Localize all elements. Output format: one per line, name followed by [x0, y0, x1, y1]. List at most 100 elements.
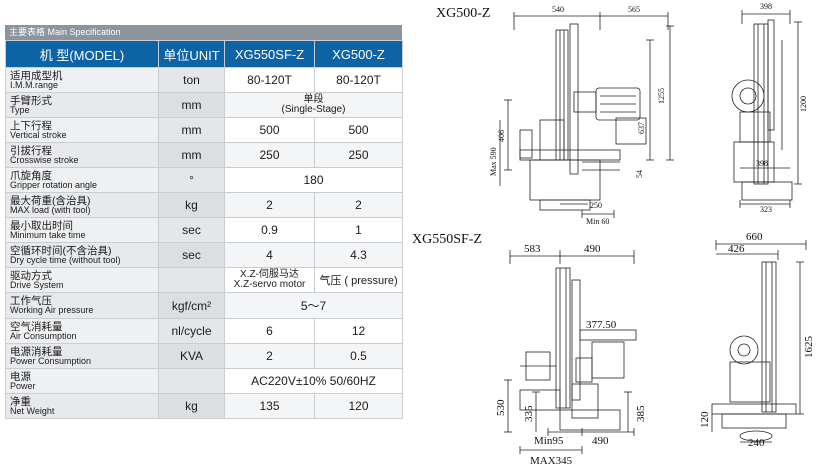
dim-min95: Min95: [534, 435, 564, 447]
dim-398: 398: [760, 2, 772, 11]
param-label-zh: 净重: [10, 395, 31, 408]
dim-490: 490: [584, 243, 601, 255]
value-cell-xg500: 500: [314, 117, 403, 143]
dim-max345: MAX345: [530, 455, 573, 467]
param-label-en: Working Air pressure: [10, 305, 94, 315]
value-cell-xg550sf: 0.9: [224, 217, 315, 243]
value-cell-xg500: 120: [314, 393, 403, 419]
spec-column-header: 机 型(MODEL) 单位UNIT XG550SF-Z XG500-Z: [5, 40, 403, 68]
param-label-zh: 手臂形式: [10, 94, 52, 107]
param-label-en: Dry cycle time (without tool): [10, 254, 121, 265]
param-label-en: Net Weight: [10, 405, 55, 416]
unit-cell: kg: [158, 393, 225, 419]
value-cell-shared: 180: [224, 167, 403, 193]
param-label-en: Vertical stroke: [10, 129, 67, 140]
value-line-1: X.Z-伺服马达: [240, 269, 299, 280]
unit-cell: sec: [158, 217, 225, 243]
dim-377-50: 377.50: [586, 319, 617, 331]
spec-row: 空循环时间(不含治具)Dry cycle time (without tool)…: [5, 242, 403, 268]
param-label-en: Type: [10, 104, 30, 115]
xg550-front-view: [711, 240, 807, 443]
param-label-en: Minimum take time: [10, 229, 86, 240]
col-model: 机 型(MODEL): [5, 40, 159, 68]
value-cell-xg500: 250: [314, 142, 403, 168]
value-line-2: X.Z-servo motor: [233, 279, 306, 290]
value-cell-xg500: 气压 ( pressure): [314, 267, 403, 293]
dim-335: 335: [523, 405, 535, 422]
col-model-2: XG500-Z: [314, 40, 403, 68]
dim-250: 250: [590, 201, 602, 210]
xg500-side-view: [499, 12, 674, 218]
dim-540: 540: [552, 5, 564, 14]
dim-385: 385: [635, 405, 647, 422]
param-label-zh: 引拔行程: [10, 144, 52, 157]
dim-398b: 398: [756, 159, 768, 168]
param-label-en: MAX load (with tool): [10, 204, 91, 215]
param-label-en: Crosswise stroke: [10, 154, 79, 165]
col-unit: 单位UNIT: [158, 40, 225, 68]
dim-583: 583: [524, 243, 541, 255]
unit-cell: [158, 368, 225, 394]
drawing-title-bottom: XG550SF-Z: [412, 232, 483, 247]
param-label: 空循环时间(不含治具)Dry cycle time (without tool): [5, 242, 159, 268]
xg550-side-view: [504, 250, 637, 454]
value-cell-xg550sf: 135: [224, 393, 315, 419]
unit-cell: mm: [158, 117, 225, 143]
unit-cell: mm: [158, 92, 225, 118]
unit-cell: KVA: [158, 343, 225, 369]
value-cell-xg550sf: 250: [224, 142, 315, 168]
dim-max590: Max 590: [489, 147, 498, 176]
param-label-zh: 上下行程: [10, 119, 52, 132]
param-label-en: Power Consumption: [10, 355, 92, 366]
spec-table: 机 型(MODEL) 单位UNIT XG550SF-Z XG500-Z 适用成型…: [5, 40, 403, 419]
param-label-zh: 爪旋角度: [10, 169, 52, 182]
unit-cell: kgf/cm²: [158, 292, 225, 319]
param-label-en: I.M.M.range: [10, 79, 59, 90]
unit-cell: [158, 267, 225, 293]
param-label-en: Gripper rotation angle: [10, 179, 98, 190]
param-label-zh: 电源消耗量: [10, 345, 63, 358]
param-label-zh: 电源: [10, 370, 31, 383]
value-cell-xg500: 80-120T: [314, 67, 403, 93]
param-label-zh: 驱动方式: [10, 269, 52, 282]
unit-cell: sec: [158, 242, 225, 268]
value-cell-xg550sf: 2: [224, 343, 315, 369]
dim-120: 120: [699, 411, 711, 428]
dim-490b: 490: [592, 435, 609, 447]
value-cell-xg550sf: 80-120T: [224, 67, 315, 93]
dim-660: 660: [746, 231, 763, 243]
dim-530: 530: [495, 399, 507, 416]
param-label-en: Drive System: [10, 279, 64, 290]
dim-565: 565: [628, 5, 640, 14]
value-cell-xg550sf: 4: [224, 242, 315, 268]
value-cell-xg500: 2: [314, 192, 403, 218]
dim-1255: 1255: [657, 88, 666, 104]
dim-323: 323: [760, 205, 772, 214]
param-label-zh: 工作气压: [10, 295, 52, 307]
value-cell-xg500: 12: [314, 318, 403, 344]
unit-cell: nl/cycle: [158, 318, 225, 344]
dim-240: 240: [748, 437, 765, 449]
value-line-2: (Single-Stage): [281, 104, 346, 115]
value-cell-shared: 5～7: [224, 292, 403, 319]
